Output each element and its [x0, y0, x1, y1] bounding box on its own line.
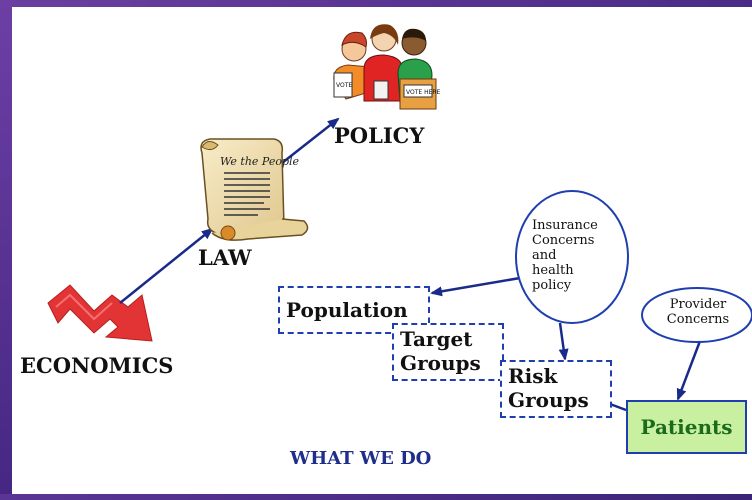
economics-trend-arrow-icon [47, 284, 153, 342]
slide-frame-top [0, 0, 752, 7]
slide-frame-left [0, 0, 12, 500]
insurance-line-4: health [532, 263, 574, 278]
diagram-artwork: We the People VOTE [47, 24, 752, 412]
what-we-do-caption: WHAT WE DO [290, 448, 432, 469]
scroll-heading: We the People [220, 155, 300, 168]
insurance-line-1: Insurance [532, 218, 598, 233]
policy-label: POLICY [334, 123, 425, 148]
risk-groups-box: Risk Groups [500, 360, 612, 418]
patients-box: Patients [626, 400, 747, 454]
vote-sign-left: VOTE [336, 82, 352, 89]
risk-groups-line1: Risk [508, 364, 558, 388]
insurance-line-5: policy [532, 278, 572, 293]
insurance-line-2: Concerns [532, 233, 595, 248]
insurance-to-population-arrow [430, 275, 527, 297]
insurance-to-risk-arrow [558, 322, 569, 361]
patients-label: Patients [640, 415, 733, 439]
law-label: LAW [198, 245, 252, 270]
insurance-concerns-text: Insurance Concerns and health policy [532, 218, 598, 293]
vote-sign-right: VOTE HERE [406, 89, 441, 96]
provider-to-patients-arrow [676, 340, 702, 401]
provider-concerns-text: Provider Concerns [664, 297, 732, 327]
slide-frame-bottom [0, 494, 752, 500]
risk-to-patients-connector [609, 402, 627, 412]
voters-people-icon: VOTE VOTE HERE [333, 24, 441, 110]
population-label: Population [286, 298, 408, 322]
risk-groups-line2: Groups [508, 388, 589, 412]
slide-canvas: We the People VOTE [12, 7, 752, 494]
law-to-policy-arrow [281, 117, 340, 164]
law-scroll-icon: We the People [200, 138, 309, 241]
target-groups-line2: Groups [400, 351, 481, 375]
economics-label: ECONOMICS [20, 353, 174, 378]
insurance-line-3: and [532, 248, 557, 263]
target-groups-line1: Target [400, 327, 473, 351]
provider-line-1: Provider [669, 297, 727, 312]
provider-concerns-oval [641, 287, 752, 343]
insurance-concerns-oval [515, 190, 629, 324]
target-groups-box: Target Groups [392, 323, 504, 381]
provider-line-2: Concerns [666, 312, 730, 327]
economics-to-law-arrow [119, 227, 214, 304]
